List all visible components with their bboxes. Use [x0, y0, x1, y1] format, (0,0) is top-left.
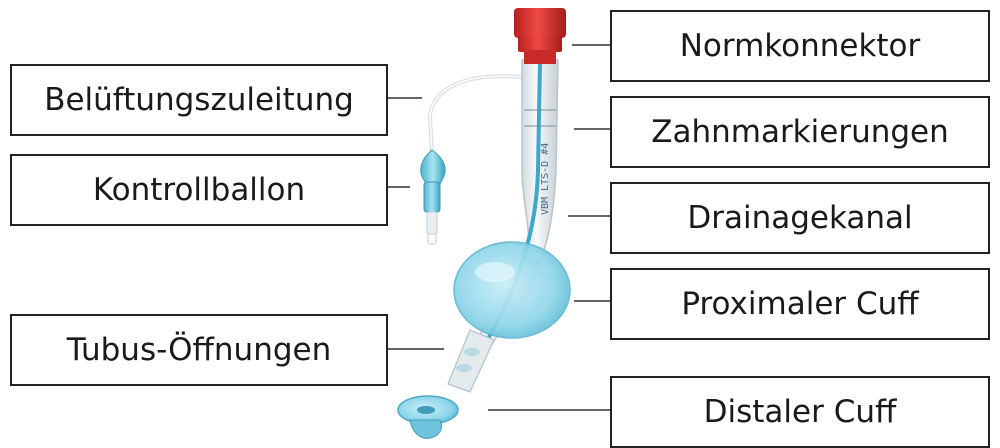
label-tubus-oeffnungen: Tubus-Öffnungen	[10, 314, 388, 386]
label-text: Kontrollballon	[93, 172, 305, 208]
label-text: Drainagekanal	[687, 200, 912, 236]
label-drainagekanal: Drainagekanal	[610, 182, 990, 254]
tube-opening	[456, 364, 472, 372]
tube-print: VBM LTS-D #4	[540, 143, 551, 215]
label-normkonnektor: Normkonnektor	[610, 10, 990, 82]
proximal-cuff-highlight	[475, 262, 515, 282]
inflation-line-highlight	[430, 76, 528, 150]
label-text: Distaler Cuff	[704, 394, 897, 430]
label-distaler-cuff: Distaler Cuff	[610, 376, 990, 448]
label-text: Belüftungszuleitung	[44, 82, 354, 118]
label-text: Tubus-Öffnungen	[67, 332, 332, 368]
standard-connector	[514, 8, 566, 64]
label-text: Normkonnektor	[680, 28, 921, 64]
distal-opening	[417, 406, 435, 414]
tube-opening	[464, 348, 480, 356]
label-belueftungszuleitung: Belüftungszuleitung	[10, 64, 388, 136]
label-zahnmarkierungen: Zahnmarkierungen	[610, 96, 990, 168]
label-text: Proximaler Cuff	[681, 286, 918, 322]
label-kontrollballon: Kontrollballon	[10, 154, 388, 226]
inflation-line	[430, 76, 528, 150]
tube-tip	[448, 330, 494, 392]
label-proximaler-cuff: Proximaler Cuff	[610, 268, 990, 340]
pilot-balloon	[421, 150, 445, 244]
label-text: Zahnmarkierungen	[651, 114, 949, 150]
distal-tip	[410, 420, 442, 438]
proximal-cuff	[454, 242, 570, 338]
